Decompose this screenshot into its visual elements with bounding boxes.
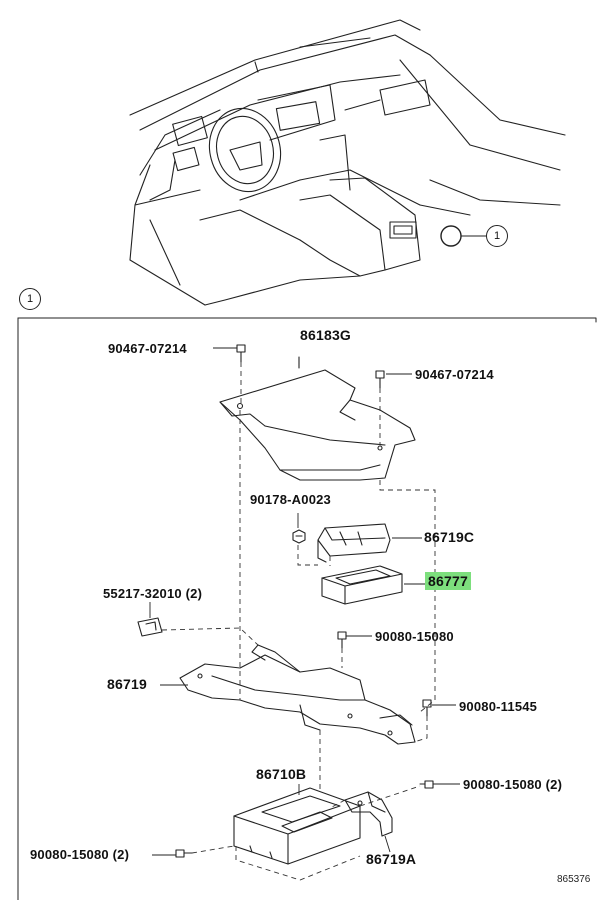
part-label-bolt-mid: 90080-15080 xyxy=(375,629,454,644)
module-part xyxy=(321,565,403,605)
clip-part xyxy=(137,617,163,637)
amplifier-part xyxy=(233,787,361,865)
dashboard-illustration xyxy=(129,19,566,306)
bolts xyxy=(175,344,434,858)
bracket-part xyxy=(179,644,416,745)
part-label-bracket-c: 86719C xyxy=(424,529,475,545)
part-label-bolt-top-right: 90467-07214 xyxy=(415,367,494,382)
callout-reference: 1 xyxy=(486,225,508,247)
part-label-nut: 90178-A0023 xyxy=(250,492,331,507)
cover-part xyxy=(219,369,416,481)
frame-label: 1 xyxy=(19,288,41,310)
bracket-a-part xyxy=(344,791,393,837)
part-label-bolt-top-left: 90467-07214 xyxy=(108,341,187,356)
part-label-clip: 55217-32010 (2) xyxy=(103,586,203,601)
part-label-bracket-a: 86719A xyxy=(366,851,417,867)
part-label-bolt-lower-left: 90080-15080 (2) xyxy=(30,847,130,862)
part-label-bracket: 86719 xyxy=(107,676,147,692)
part-label-bolt-lower-right: 90080-15080 (2) xyxy=(463,777,563,792)
part-label-module: 86777 xyxy=(425,572,471,590)
diagram-number: 865376 xyxy=(557,874,591,885)
part-label-module-highlight: 86777 xyxy=(425,572,471,590)
part-label-amplifier: 86710B xyxy=(256,766,307,782)
bracket-c-part xyxy=(317,523,391,563)
part-label-cover: 86183G xyxy=(300,327,352,343)
part-label-bolt-right: 90080-11545 xyxy=(459,699,538,714)
nut-part xyxy=(292,529,306,544)
